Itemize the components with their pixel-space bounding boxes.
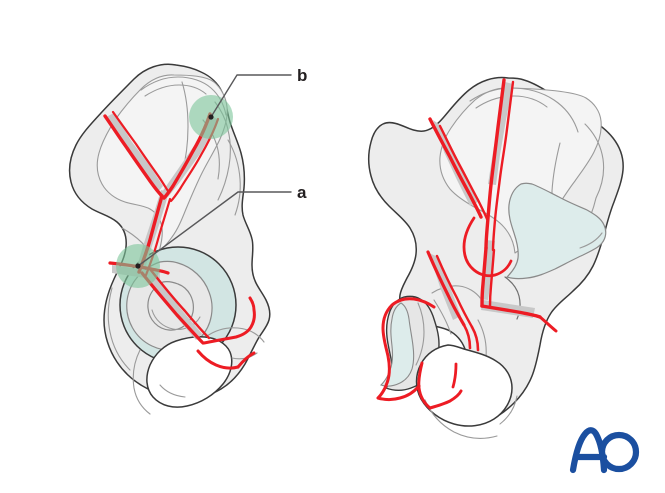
- right-pubic-fragment-teal: [379, 302, 415, 387]
- left-lower-body-line: [159, 384, 186, 398]
- left-fracture-acetabular-oblique-inner: [148, 267, 211, 340]
- right-fracture-central-stem-inner: [488, 248, 496, 309]
- right-quadrilateral-ridge: [579, 232, 603, 249]
- right-fracture-medial-tail: [462, 323, 472, 350]
- left-iliac-wing-rim: [227, 139, 241, 216]
- left-pelvis-lateral-view: [68, 63, 271, 415]
- right-fracture-iliac-main-inner: [491, 80, 515, 252]
- right-pubic-fragment-line: [415, 302, 425, 366]
- right-fracture-anterior-oblique: [428, 117, 483, 219]
- left-ischial-ramus-line: [132, 349, 151, 415]
- right-fracture-inferior-ramus: [417, 361, 432, 410]
- left-fracture-iliac-left-branch-inner: [111, 110, 170, 193]
- ao-logo: AO: [569, 427, 640, 487]
- left-fracture-iliac-left-branch: [103, 114, 164, 198]
- left-iliac-crest-line-2: [144, 84, 207, 97]
- right-quadrilateral-surface: [505, 182, 607, 280]
- right-fracture-pubic-fragment-edge: [376, 384, 421, 401]
- right-fracture-inferior-ramus-2: [428, 389, 463, 410]
- right-fracture-iliac-main: [484, 78, 506, 250]
- left-fracture-ischial-segment-2: [236, 351, 256, 369]
- right-fracture-central-stem: [480, 246, 488, 308]
- right-iliac-crest-line-2: [475, 95, 548, 109]
- right-fracture-anterior-column: [426, 250, 466, 327]
- left-ischial-tuberosity-line: [206, 327, 265, 343]
- right-fracture-inferior-ramus-3: [451, 362, 458, 389]
- right-fracture-anterior-column-inner: [435, 254, 474, 329]
- right-iliac-crest-line-3: [584, 123, 605, 199]
- left-fracture-ischial-segment: [196, 349, 240, 370]
- right-fracture-pubic-fragment-outline: [376, 297, 436, 400]
- ao-logo-o-mark: [598, 431, 640, 473]
- leader-line-a: [137, 191, 292, 267]
- leader-dot-b: [208, 114, 214, 120]
- right-fracture-anterior-oblique-inner: [438, 124, 489, 221]
- right-pelvis-medial-view: [368, 76, 624, 439]
- annotation-layer: b a: [135, 66, 307, 269]
- right-fracture-medial-tail-2: [470, 325, 480, 352]
- right-sciatic-notch-line: [431, 285, 482, 300]
- right-fracture-transverse: [480, 304, 542, 319]
- right-ischial-tuberosity-line: [499, 395, 518, 425]
- leader-line-b: [210, 74, 292, 118]
- left-posterior-column-line: [107, 287, 131, 371]
- right-inferior-ramus-line: [424, 399, 498, 439]
- left-acetabular-fovea: [151, 309, 201, 330]
- right-iliac-crest-line: [469, 87, 579, 133]
- label-b: b: [297, 66, 307, 85]
- label-a: a: [297, 183, 307, 202]
- right-fracture-transverse-2: [538, 315, 558, 333]
- right-fracture-diamond-fragment: [462, 216, 513, 278]
- left-fracture-acetabular-oblique: [140, 271, 205, 345]
- left-fracture-posterior-wall: [202, 296, 256, 345]
- right-thin-guide-line: [433, 299, 452, 335]
- leader-dot-a: [135, 263, 141, 269]
